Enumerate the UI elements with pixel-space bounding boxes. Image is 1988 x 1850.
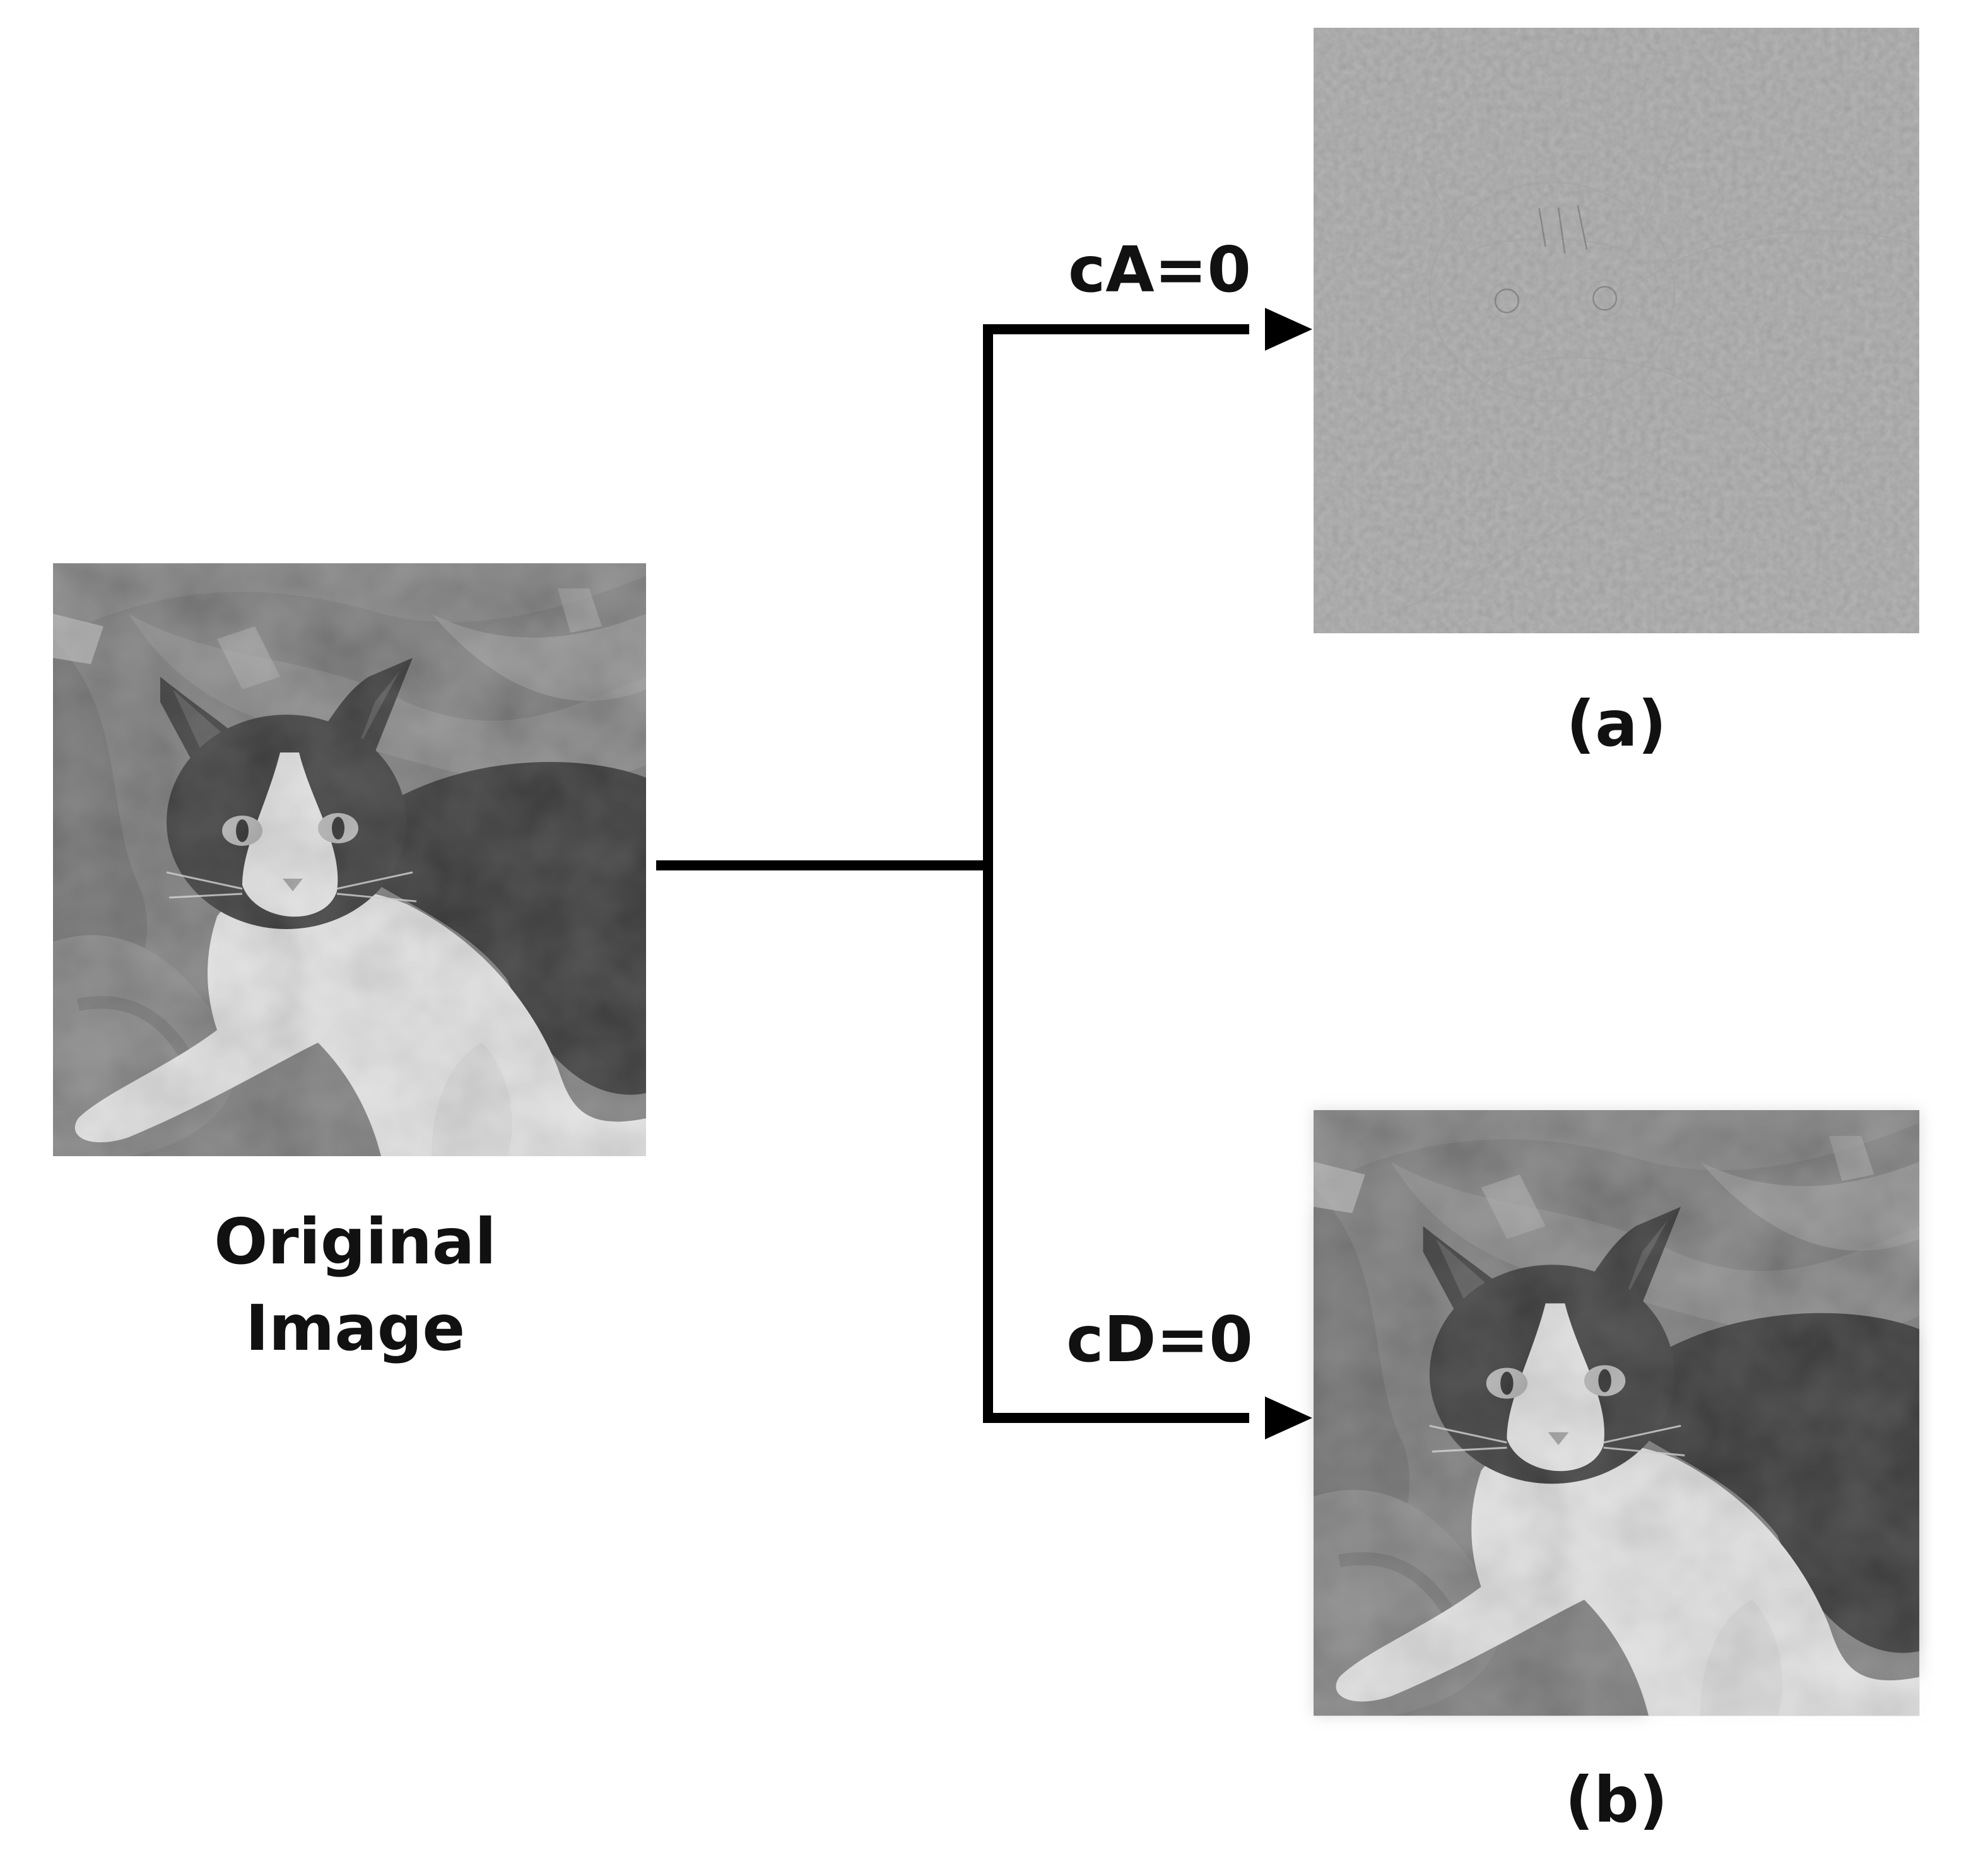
arrowhead-bottom — [1265, 1396, 1312, 1439]
connector-lines — [656, 324, 1249, 1423]
branch-spine — [983, 324, 1249, 1423]
image-b-lowpass — [1314, 1110, 1919, 1716]
original-image — [53, 563, 646, 1156]
image-a-highpass — [1314, 28, 1920, 633]
original-label-line1: Original — [214, 1205, 496, 1279]
caption-a: (a) — [1567, 687, 1667, 761]
branch-bottom-label: cD=0 — [1066, 1303, 1253, 1376]
branch-top-label: cA=0 — [1068, 233, 1251, 307]
arrowhead-top — [1265, 308, 1312, 351]
caption-b: (b) — [1565, 1763, 1668, 1837]
original-label-line2: Image — [245, 1291, 465, 1365]
